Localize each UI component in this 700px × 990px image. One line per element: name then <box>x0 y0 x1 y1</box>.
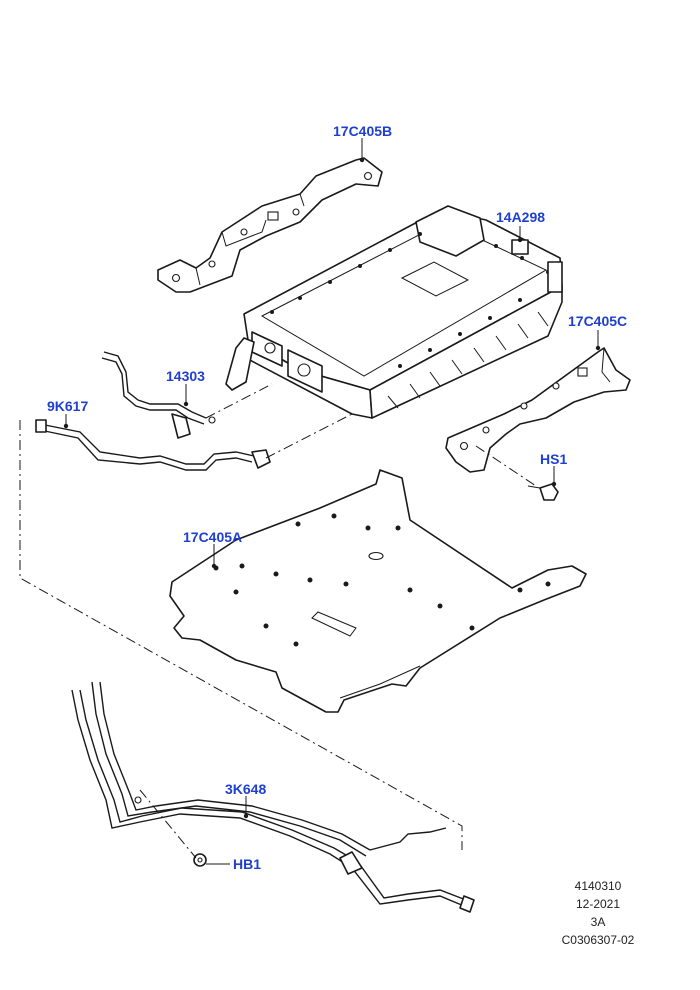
bracket-17c405c <box>445 347 631 473</box>
callout-labels: 17C405B 14A298 17C405C 14303 9K617 HS1 1… <box>47 123 627 872</box>
reference-code: C0306307-02 <box>562 933 635 947</box>
harness-14303 <box>101 351 216 439</box>
bracket-17c405b <box>157 157 383 293</box>
callout-17c405a: 17C405A <box>183 529 242 545</box>
callout-hs1: HS1 <box>540 451 567 467</box>
callout-14a298: 14A298 <box>496 209 545 225</box>
pan-17c405a <box>169 469 587 713</box>
callout-17c405c: 17C405C <box>568 313 627 329</box>
callout-9k617: 9K617 <box>47 398 88 414</box>
callout-14303: 14303 <box>166 368 205 384</box>
pipe-assembly-3k648 <box>71 681 475 913</box>
charger-module-14a298 <box>225 205 563 419</box>
nut-hb1 <box>193 853 207 867</box>
leader-lines <box>63 138 601 865</box>
reference-revision: 3A <box>591 915 606 929</box>
callout-3k648: 3K648 <box>225 781 266 797</box>
reference-number: 4140310 <box>575 879 622 893</box>
callout-17c405b: 17C405B <box>333 123 392 139</box>
reference-block: 4140310 12-2021 3A C0306307-02 <box>562 879 635 947</box>
callout-hb1: HB1 <box>233 856 261 872</box>
hose-9k617 <box>35 419 271 471</box>
reference-date: 12-2021 <box>576 897 620 911</box>
bolt-hs1 <box>527 483 559 501</box>
alignment-lines <box>19 383 537 859</box>
